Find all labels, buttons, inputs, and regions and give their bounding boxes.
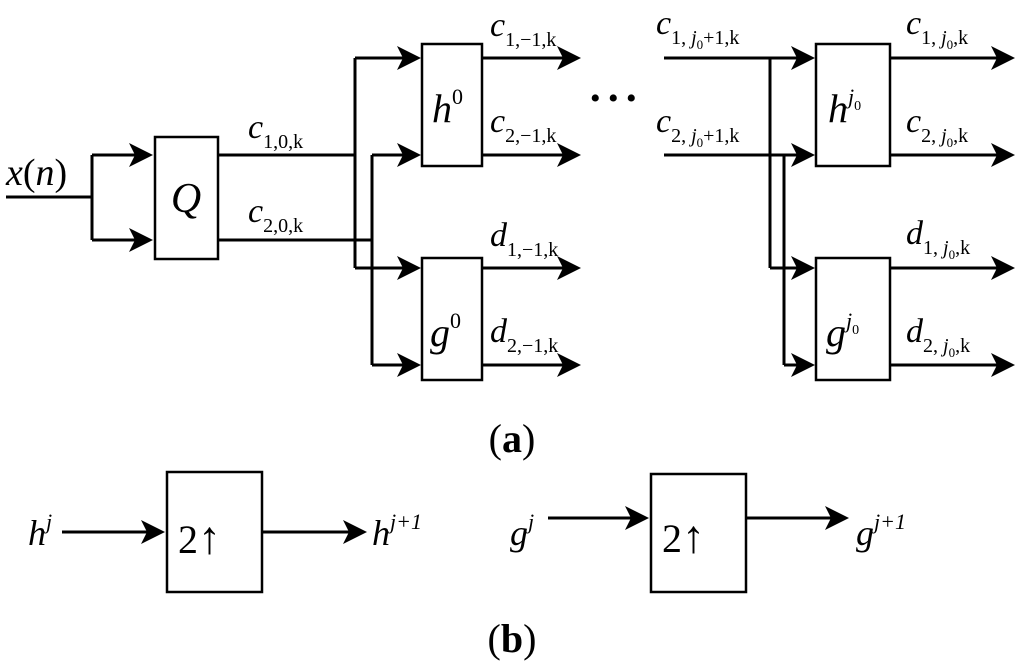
up-arrow-icon: ↑ (198, 512, 221, 563)
c2j0k-label: c2, j0,k (906, 103, 968, 150)
upsampler-left-label: 2↑ (178, 512, 221, 563)
d2m1k-label: d2,−1,k (490, 313, 558, 357)
c20k-label: c2,0,k (248, 193, 303, 237)
upsampler-block-right (649, 472, 748, 594)
c10k-label: c1,0,k (248, 109, 303, 153)
g0-block (420, 256, 484, 382)
d1j0k-label: d1, j0,k (906, 215, 970, 262)
panel-a: x(n) Q c1,0,k c2,0,k h0 g0 (5, 5, 1015, 461)
hj-input-label: hj (28, 509, 52, 553)
d2j0k-label: d2, j0,k (906, 313, 970, 360)
ellipsis: • • • (590, 82, 637, 115)
c1j0k-label: c1, j0,k (906, 5, 968, 52)
panel-b: hj 2↑ hj+1 gj 2↑ gj+1 (b) (28, 470, 906, 661)
g0-block-label: g0 (430, 308, 461, 355)
gj0-block-label: gj0 (826, 308, 859, 355)
d1m1k-label: d1,−1,k (490, 217, 558, 261)
c2j0p1k-label: c2, j0+1,k (656, 103, 739, 150)
upsampler-block-left (165, 470, 264, 594)
hj0-block-label: hj0 (828, 84, 861, 131)
caption-b: (b) (488, 616, 537, 661)
gj1-output-label: gj+1 (856, 509, 906, 553)
upsampler-right-label: 2↑ (662, 511, 705, 562)
hj1-output-label: hj+1 (372, 509, 422, 553)
q-block (153, 135, 220, 261)
q-block-label: Q (171, 176, 201, 222)
up-arrow-icon: ↑ (682, 511, 705, 562)
c1m1k-label: c1,−1,k (490, 7, 556, 51)
caption-a: (a) (489, 416, 536, 461)
c2m1k-label: c2,−1,k (490, 103, 556, 147)
input-signal-label: x(n) (5, 152, 67, 194)
gj-input-label: gj (510, 509, 534, 553)
gj0-block (814, 256, 892, 382)
h0-block-label: h0 (432, 84, 463, 131)
hj0-block (814, 42, 892, 168)
c1j0p1k-label: c1, j0+1,k (656, 5, 739, 52)
h0-block (420, 42, 484, 168)
